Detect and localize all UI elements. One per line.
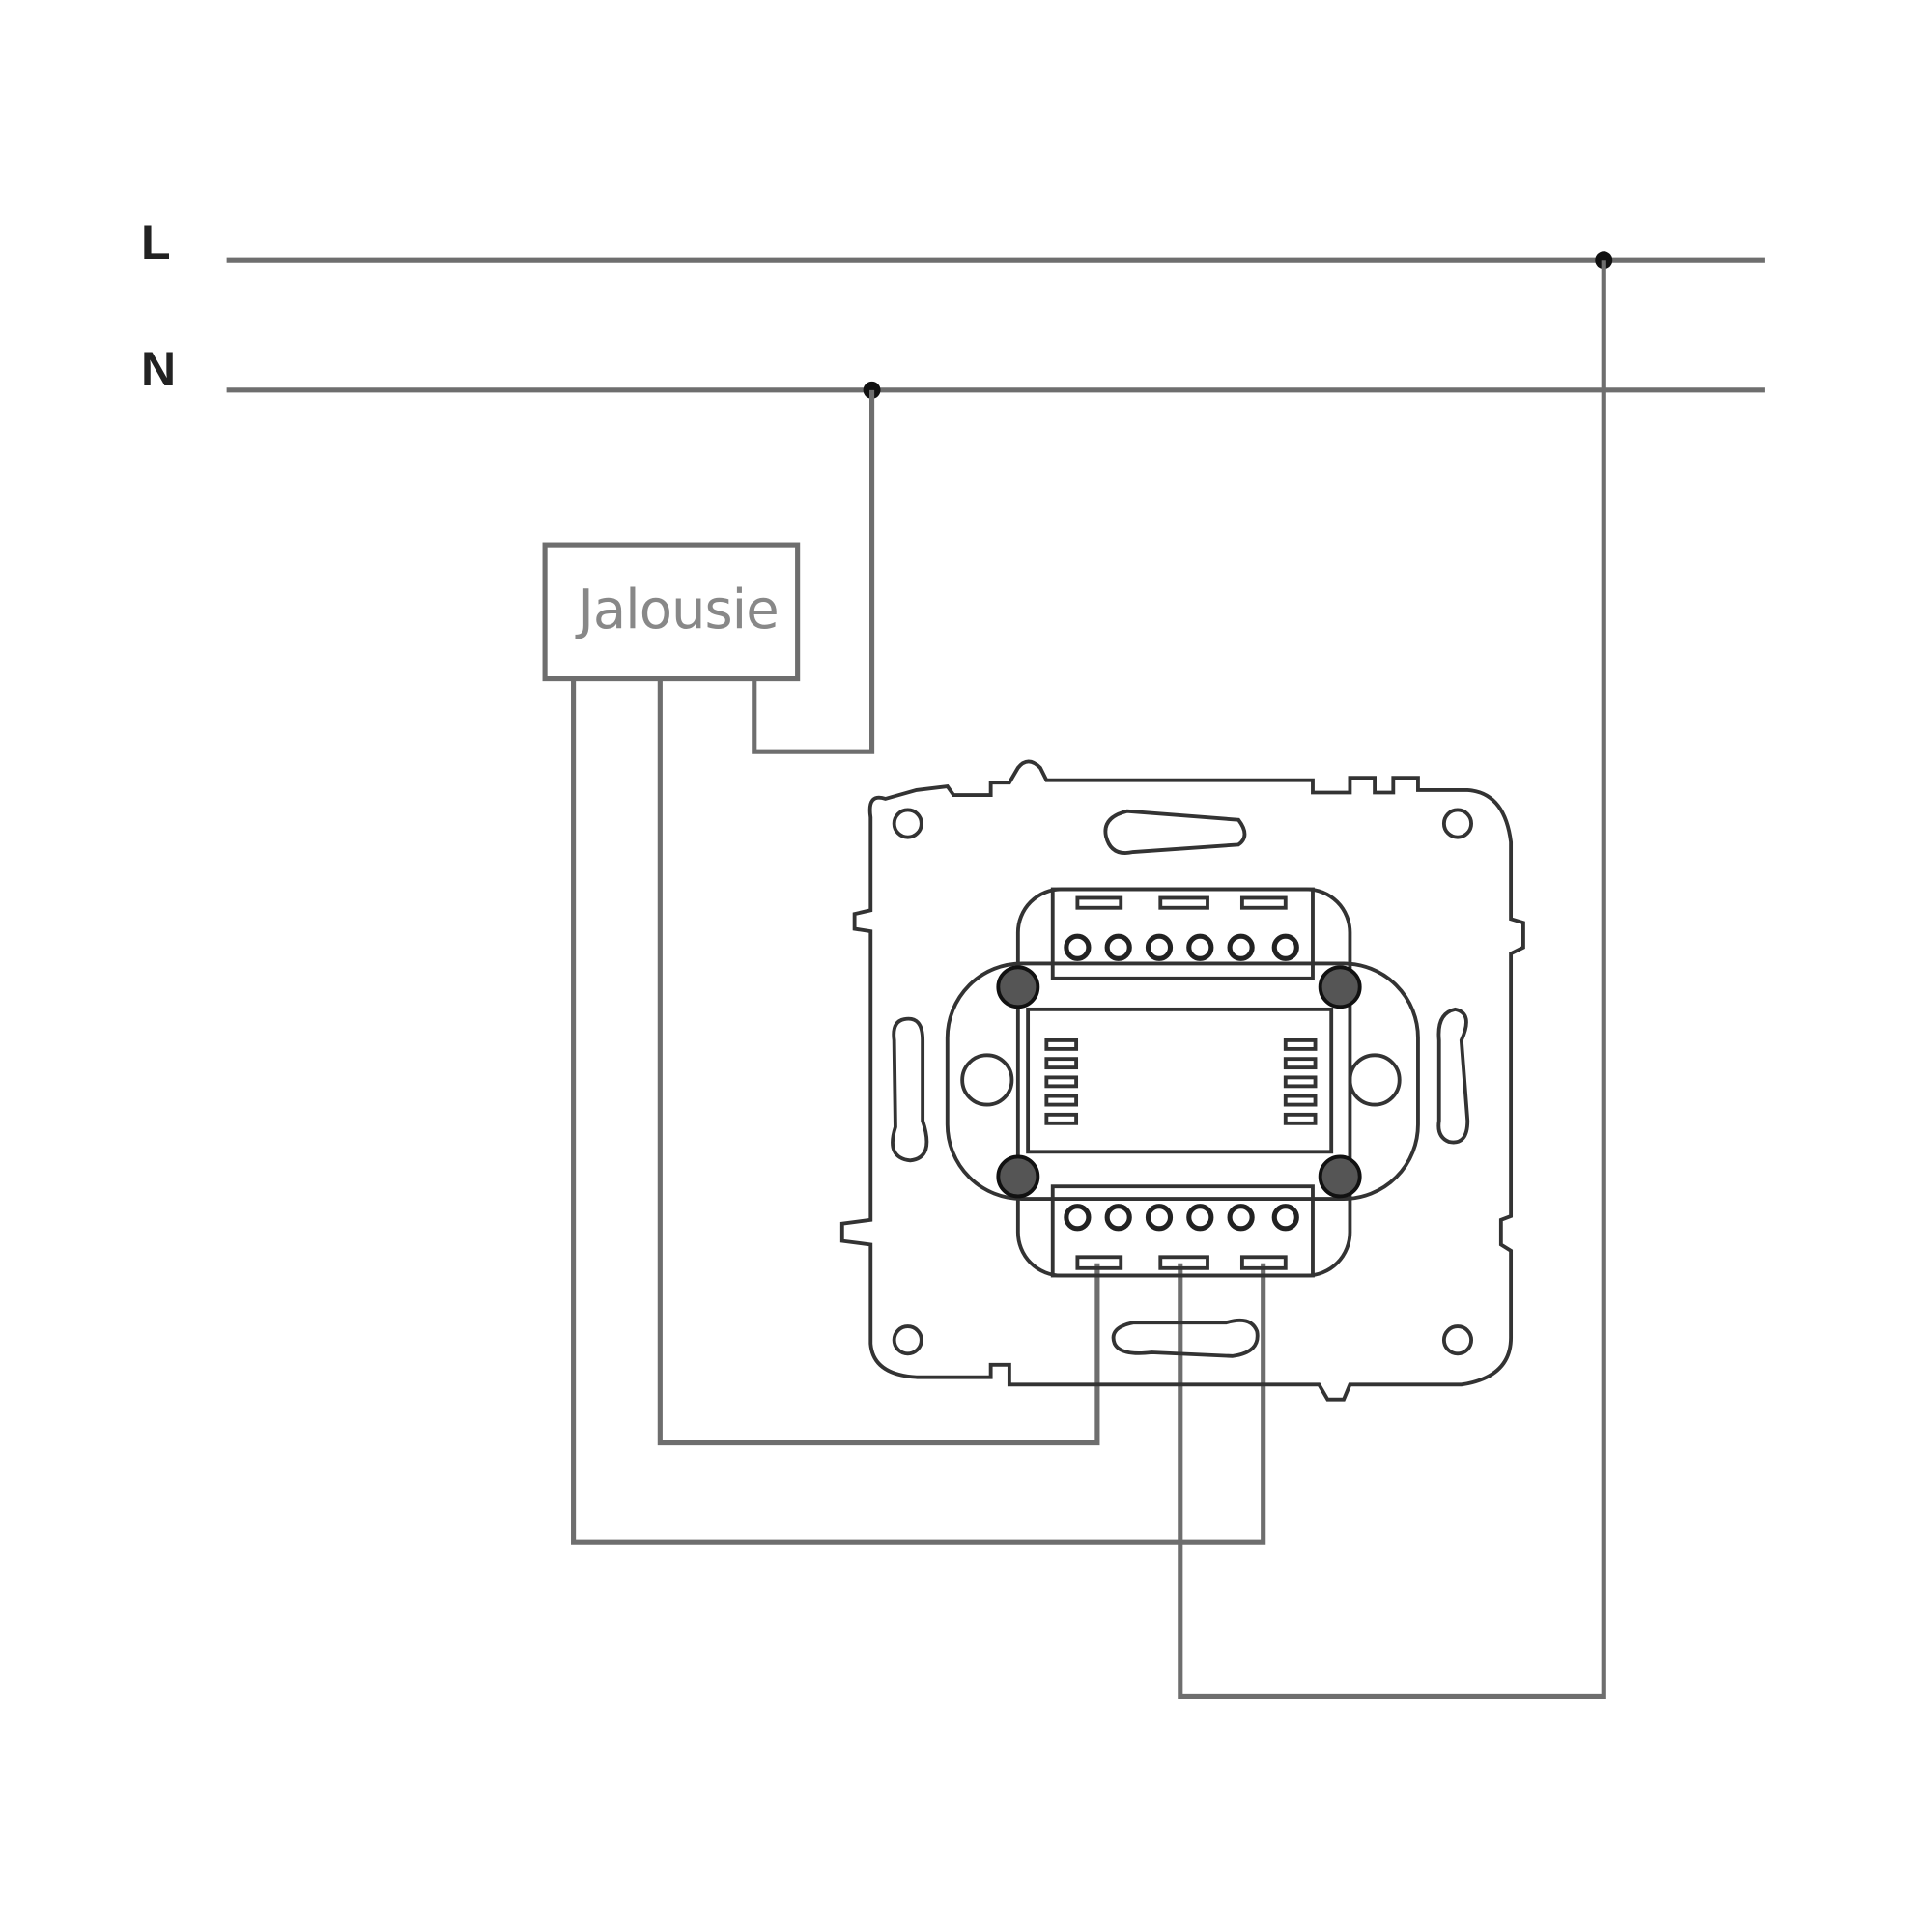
terminal-block-top — [1050, 887, 1315, 980]
live-to-switch-wire — [1178, 260, 1606, 1699]
contact-bars — [1044, 1038, 1318, 1125]
jalousie-label: Jalousie — [578, 579, 779, 641]
terminal-slots — [1075, 895, 1288, 1270]
load-wire-1 — [657, 678, 1100, 1446]
keyhole-slot-bottom — [1111, 1318, 1260, 1358]
load-wire-2 — [571, 678, 1266, 1545]
jalousie-box — [542, 542, 801, 682]
screws — [996, 965, 1362, 1199]
keyhole-slot-left — [891, 1016, 929, 1163]
mount-hole — [1441, 1324, 1474, 1356]
terminal-block-bottom — [1050, 1184, 1315, 1278]
neutral-to-load-wire — [752, 389, 875, 754]
keyhole-slot-right — [1436, 1007, 1470, 1145]
mount-hole — [1441, 808, 1474, 839]
center-window — [1026, 1007, 1334, 1154]
side-button-right — [1348, 1053, 1402, 1107]
terminals — [1064, 933, 1299, 1232]
mechanism-frame — [945, 961, 1420, 1201]
switch-device — [839, 759, 1525, 1402]
wires — [226, 251, 1765, 1699]
mount-hole — [892, 808, 923, 839]
mount-hole — [892, 1324, 923, 1356]
side-button-left — [960, 1053, 1014, 1107]
live-line-label: L — [141, 215, 171, 270]
mounting-plate — [839, 759, 1525, 1402]
neutral-line-label: N — [141, 342, 177, 396]
keyhole-slot-top — [1103, 809, 1247, 855]
